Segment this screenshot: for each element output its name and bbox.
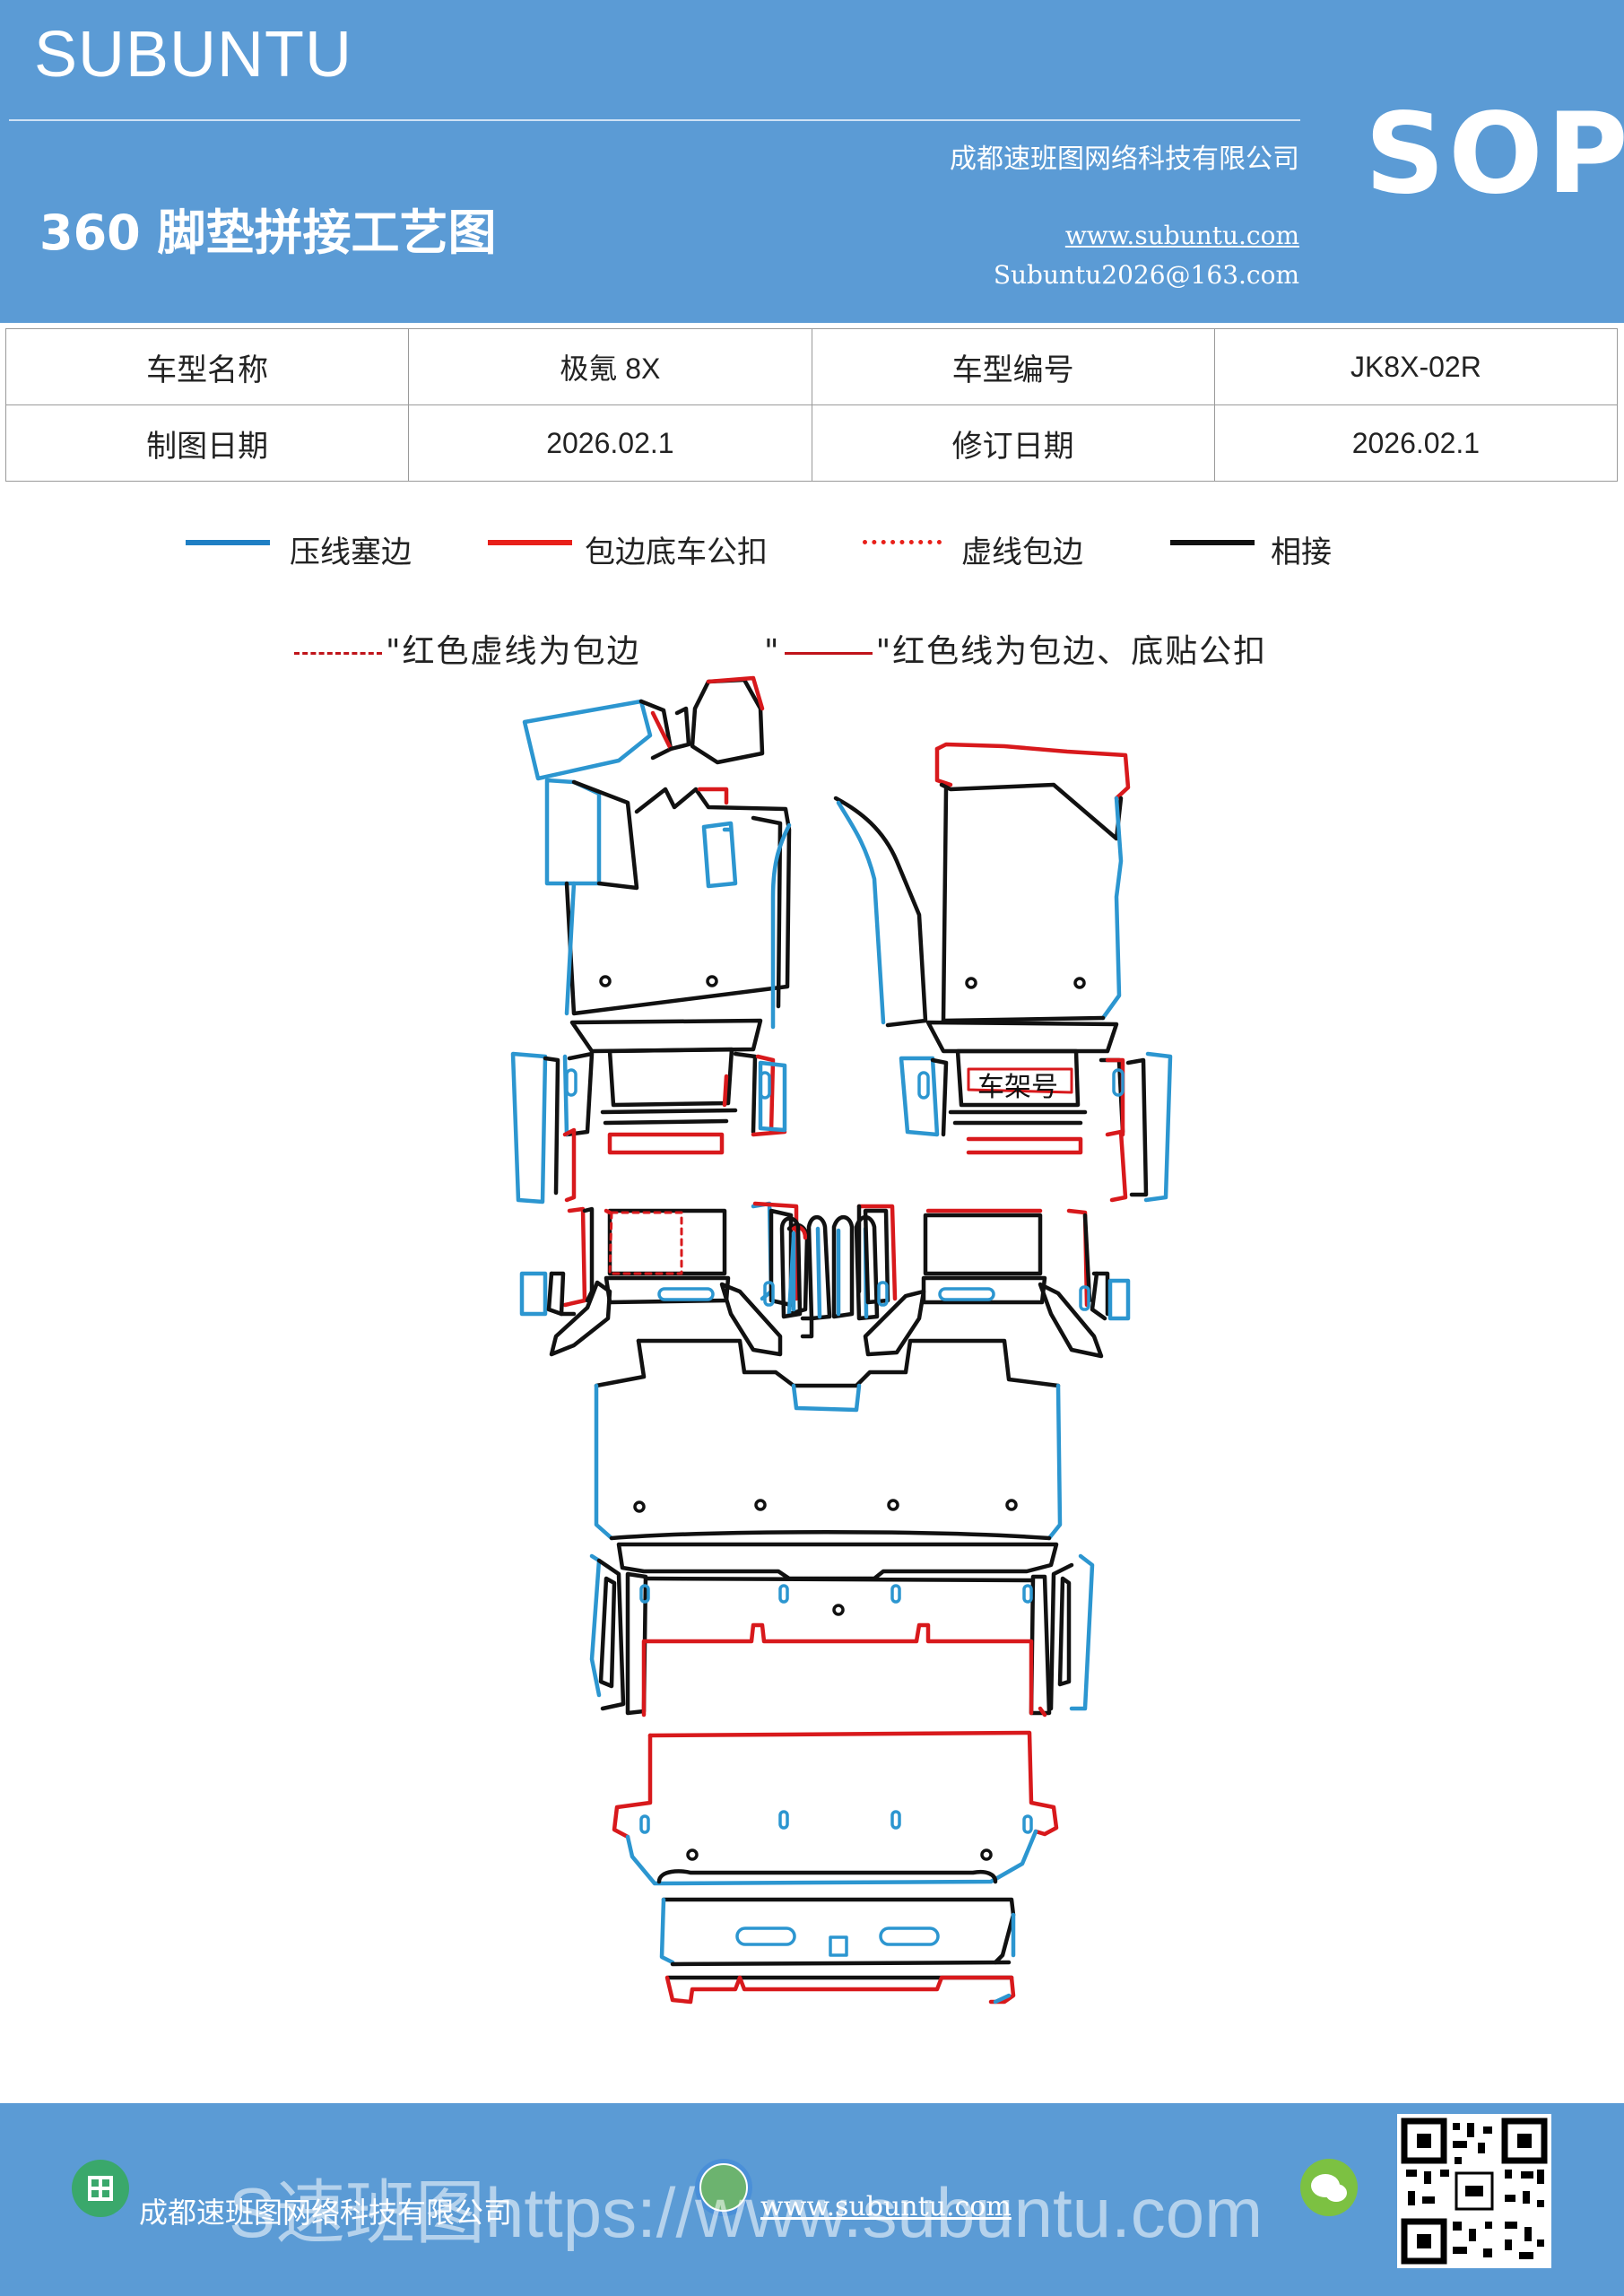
website-link[interactable]: www.subuntu.com xyxy=(1064,221,1299,250)
solid-line-sample xyxy=(784,651,873,655)
sop-badge: SOP xyxy=(1365,90,1624,219)
trunk-mat xyxy=(612,1730,1059,1886)
footer-website[interactable]: www.subuntu.com xyxy=(760,2191,1012,2222)
legend-swatch xyxy=(1170,540,1255,545)
wechat-icon xyxy=(1300,2159,1358,2216)
note-solid-text: "红色线为包边、底贴公扣 xyxy=(875,633,1268,670)
legend-label: 包边底车公扣 xyxy=(585,535,768,570)
trunk-back-guard xyxy=(659,1897,1016,2005)
model-code-value: JK8X-02R xyxy=(1213,328,1619,405)
note-quote: " xyxy=(764,633,781,670)
qr-code xyxy=(1397,2114,1551,2268)
globe-icon xyxy=(695,2159,752,2216)
passenger-front-mat xyxy=(833,742,1131,1028)
building-icon xyxy=(72,2160,129,2217)
dashed-line-sample xyxy=(294,651,382,655)
draw-date-label: 制图日期 xyxy=(4,404,410,482)
legend-swatch xyxy=(488,540,572,545)
revision-date-value: 2026.02.1 xyxy=(1213,404,1619,482)
brand-logo-text: SUBUNTU xyxy=(34,19,353,91)
frame-number-label: 车架号 xyxy=(977,1072,1058,1103)
model-code-label: 车型编号 xyxy=(811,328,1215,405)
table-row: 车型名称 极氪 8X 车型编号 JK8X-02R xyxy=(4,328,1619,405)
note-dashed: "红色虚线为包边 xyxy=(294,625,641,672)
second-row-center-pillars xyxy=(779,1214,880,1321)
footer-company: 成都速班图网络科技有限公司 xyxy=(139,2196,513,2230)
note-dashed-text: "红色虚线为包边 xyxy=(386,633,641,670)
page-header: SUBUNTU 360 脚垫拼接工艺图 成都速班图网络科技有限公司 www.su… xyxy=(0,0,1624,323)
revision-date-label: 修订日期 xyxy=(811,404,1215,482)
table-row: 制图日期 2026.02.1 修订日期 2026.02.1 xyxy=(4,404,1619,482)
company-name: 成都速班图网络科技有限公司 xyxy=(950,144,1299,175)
model-name-label: 车型名称 xyxy=(4,328,410,405)
rear-floor-mat xyxy=(594,1338,1063,1541)
legend-label: 虚线包边 xyxy=(961,535,1083,570)
left-front-sill xyxy=(510,1018,787,1205)
footer-watermark-overlay: S速班图https://www.subuntu.com xyxy=(229,2173,1264,2252)
page-footer: 成都速班图网络科技有限公司 www.subuntu.com S速班图https:… xyxy=(0,2103,1624,2296)
right-front-sill xyxy=(899,1020,1173,1203)
draw-date-value: 2026.02.1 xyxy=(408,404,812,482)
page-title: 360 脚垫拼接工艺图 xyxy=(39,204,497,261)
vehicle-info-table: 车型名称 极氪 8X 车型编号 JK8X-02R 制图日期 2026.02.1 … xyxy=(4,328,1619,482)
floor-mat-diagram: 车架号 xyxy=(510,675,1173,2005)
email-address: Subuntu2026@163.com xyxy=(993,260,1299,290)
model-name-value: 极氪 8X xyxy=(408,328,812,405)
second-row-left xyxy=(519,1201,814,1357)
legend-label: 压线塞边 xyxy=(290,535,412,570)
legend-swatch xyxy=(186,540,270,545)
second-row-right xyxy=(856,1204,1131,1359)
note-solid: " "红色线为包边、底贴公扣 xyxy=(764,625,1267,672)
header-divider xyxy=(9,119,1300,121)
third-row-mat xyxy=(589,1542,1095,1718)
legend-swatch xyxy=(863,540,942,544)
legend-label: 相接 xyxy=(1271,535,1332,570)
driver-front-mat xyxy=(522,675,792,1030)
